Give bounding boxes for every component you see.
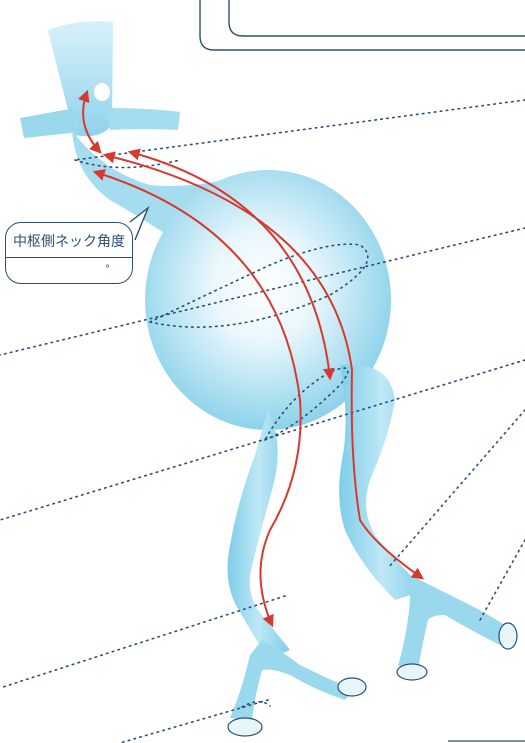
aorta-vessel	[20, 21, 517, 736]
callout-divider	[6, 257, 132, 258]
neck-angle-label: 中枢側ネック角度	[6, 230, 132, 254]
top-right-frame	[200, 0, 525, 50]
neck-angle-value	[16, 261, 104, 279]
degree-unit: °	[105, 261, 110, 279]
neck-angle-callout: 中枢側ネック角度 °	[5, 222, 133, 284]
